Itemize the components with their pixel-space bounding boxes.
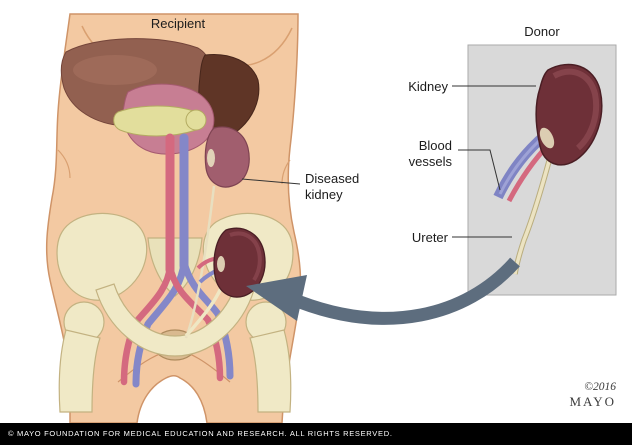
transplanted-kidney-hilum bbox=[217, 256, 225, 272]
copyright-text: © MAYO FOUNDATION FOR MEDICAL EDUCATION … bbox=[8, 429, 393, 438]
femur-right bbox=[249, 329, 292, 413]
iliac-vein-right bbox=[180, 258, 234, 380]
blood-vessels-callout-label: Blood vessels bbox=[408, 138, 452, 169]
callout-lines bbox=[241, 85, 536, 238]
transplant-arrow bbox=[246, 257, 520, 325]
iliac-wing-left bbox=[56, 212, 148, 301]
diseased-kidney-ureter bbox=[184, 185, 216, 339]
watermark-year: ©2016 bbox=[584, 381, 616, 393]
diseased-kidney-callout-line bbox=[241, 178, 301, 185]
transplanted-kidney-highlight bbox=[229, 231, 262, 282]
donor-panel bbox=[467, 44, 617, 296]
donor-title: Donor bbox=[524, 24, 560, 39]
femur-left bbox=[58, 329, 101, 413]
watermark-brand: MAYO bbox=[569, 394, 616, 409]
transplanted-kidney bbox=[213, 227, 266, 298]
mayo-watermark: ©2016 MAYO bbox=[569, 381, 616, 410]
transplant-arrow-body bbox=[297, 257, 520, 325]
illustration-svg bbox=[45, 13, 617, 423]
donor-kidney-highlight bbox=[552, 68, 599, 151]
copyright-bar: © MAYO FOUNDATION FOR MEDICAL EDUCATION … bbox=[0, 423, 632, 445]
recipient-title: Recipient bbox=[150, 16, 206, 31]
diseased-kidney bbox=[204, 126, 250, 188]
great-vessels bbox=[120, 133, 234, 388]
pancreas-head bbox=[185, 109, 207, 131]
abdominal-organs bbox=[60, 38, 260, 188]
kidney-callout-label: Kidney bbox=[408, 79, 448, 94]
donor-kidney-hilum bbox=[539, 127, 555, 149]
diseased-kidney-callout-label: Diseased kidney bbox=[305, 171, 360, 202]
liver-highlight bbox=[73, 55, 157, 85]
transplanted-kidney-group bbox=[184, 185, 266, 339]
iliac-artery-right bbox=[166, 262, 224, 382]
donor-ureter bbox=[513, 149, 554, 275]
blood-vessels-callout-line bbox=[458, 149, 501, 191]
ureter-callout-label: Ureter bbox=[411, 230, 448, 245]
waist-contour-left bbox=[57, 149, 71, 179]
transplant-arrow-head bbox=[246, 275, 307, 321]
donor-renal-vein-highlight bbox=[498, 137, 543, 195]
iliac-vein-left bbox=[132, 258, 188, 388]
diseased-kidney-hilum bbox=[207, 149, 215, 167]
